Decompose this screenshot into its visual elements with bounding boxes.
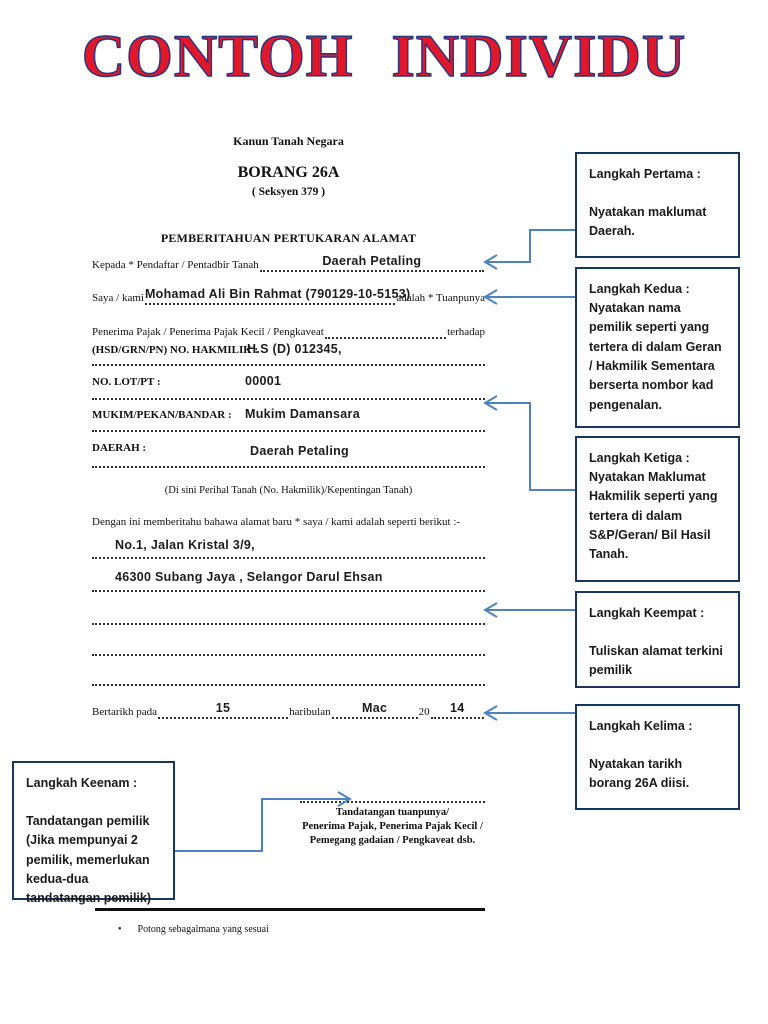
callout-body: Tandatangan pemilik (Jika mempunyai 2 pe… — [26, 813, 152, 906]
dotted-rule — [92, 623, 485, 625]
saya-label: Saya / kami — [92, 291, 144, 304]
address-line2: 46300 Subang Jaya , Selangor Darul Ehsan — [115, 570, 383, 584]
daerah-label: DAERAH : — [92, 442, 147, 454]
date-month-value: Mac — [362, 701, 388, 716]
dotted-rule — [92, 590, 485, 592]
callout-body: Nyatakan Maklumat Hakmilik seperti yang … — [589, 469, 718, 562]
kepada-label: Kepada * Pendaftar / Pentadbir Tanah — [92, 258, 259, 271]
callout-title: Langkah Keenam : — [26, 776, 138, 790]
field-hakmilik: (HSD/GRN/PN) NO. HAKMILIK : H.S (D) 0123… — [92, 342, 485, 356]
field-lot: NO. LOT/PT : 00001 — [92, 374, 485, 388]
field-date: Bertarikh pada 15 haribulan Mac 20 14 — [92, 695, 485, 719]
signature-caption-3: Pemegang gadaian / Pengkaveat dsb. — [309, 835, 476, 846]
saya-dotted-line: Mohamad Ali Bin Rahmat (790129-10-5153) — [144, 287, 410, 305]
arrow-step4-icon — [483, 602, 575, 618]
form-number: BORANG 26A — [237, 164, 340, 181]
signature-block: Tandatangan tuanpunya/ Penerima Pajak, P… — [300, 793, 485, 848]
date-label: Bertarikh pada — [92, 705, 158, 718]
kepada-dotted-line: Daerah Petaling — [259, 254, 484, 272]
document-title: PEMBERITAHUAN PERTUKARAN ALAMAT — [160, 231, 417, 245]
footnote-text: Potong sebagaimana yang sesuai — [137, 924, 269, 935]
penerima-suffix: terhadap — [447, 325, 485, 338]
mukim-value: Mukim Damansara — [245, 407, 360, 421]
law-title: Kanun Tanah Negara — [233, 134, 344, 148]
footnote: • Potong sebagaimana yang sesuai — [118, 924, 269, 935]
callout-langkah-pertama: Langkah Pertama : Nyatakan maklumat Daer… — [575, 152, 740, 258]
field-penerima: Penerima Pajak / Penerima Pajak Kecil / … — [92, 325, 485, 339]
signature-dotted-line — [300, 793, 485, 803]
field-daerah: DAERAH : Daerah Petaling — [92, 442, 485, 458]
date-month-line: Mac — [331, 701, 418, 719]
date-year-value: 14 — [450, 701, 465, 716]
page-title: CONTOH INDIVIDU — [81, 22, 687, 89]
kepada-value: Daerah Petaling — [322, 254, 422, 269]
callout-title: Langkah Kedua : — [589, 282, 690, 296]
section-number: ( Seksyen 379 ) — [251, 186, 326, 198]
callout-body: Tuliskan alamat terkini pemilik — [589, 643, 723, 678]
alamat-intro: Dengan ini memberitahu bahawa alamat bar… — [92, 516, 461, 528]
dotted-rule — [92, 398, 485, 400]
callout-body: Nyatakan tarikh borang 26A diisi. — [589, 756, 690, 791]
saya-suffix: adalah * Tuanpunya — [396, 291, 485, 304]
callout-langkah-keenam: Langkah Keenam : Tandatangan pemilik (Ji… — [12, 761, 175, 905]
signature-caption-1: Tandatangan tuanpunya/ — [335, 807, 450, 818]
dotted-rule — [92, 684, 485, 686]
callout-title: Langkah Ketiga : — [589, 451, 690, 465]
date-century: 20 — [418, 705, 430, 718]
penerima-dotted-line — [324, 337, 447, 339]
field-saya-kami: Saya / kami Mohamad Ali Bin Rahmat (7901… — [92, 281, 485, 305]
callout-title: Langkah Keempat : — [589, 606, 705, 620]
daerah-value: Daerah Petaling — [250, 444, 349, 458]
hakmilik-value: H.S (D) 012345, — [247, 342, 342, 356]
callout-langkah-ketiga: Langkah Ketiga : Nyatakan Maklumat Hakmi… — [575, 436, 740, 582]
field-mukim: MUKIM/PEKAN/BANDAR : Mukim Damansara — [92, 407, 485, 421]
arrow-step5-icon — [483, 705, 575, 721]
owner-name-value: Mohamad Ali Bin Rahmat (790129-10-5153) — [144, 287, 411, 302]
lot-value: 00001 — [245, 374, 282, 388]
arrow-step1-icon — [483, 229, 575, 270]
dotted-rule — [92, 466, 485, 468]
arrow-step3-icon — [483, 395, 575, 491]
callout-langkah-keempat: Langkah Keempat : Tuliskan alamat terkin… — [575, 591, 740, 688]
address-line1: No.1, Jalan Kristal 3/9, — [115, 538, 255, 552]
date-year-line: 14 — [430, 701, 484, 719]
callout-body: Nyatakan maklumat Daerah. — [589, 204, 707, 239]
hakmilik-label: (HSD/GRN/PN) NO. HAKMILIK : — [92, 344, 259, 356]
footnote-bullet: • — [118, 924, 122, 935]
dotted-rule — [92, 654, 485, 656]
callout-title: Langkah Pertama : — [589, 167, 701, 181]
callout-body: Nyatakan nama pemilik seperti yang terte… — [589, 300, 722, 412]
dotted-rule — [92, 557, 485, 559]
field-kepada: Kepada * Pendaftar / Pentadbir Tanah Dae… — [92, 248, 485, 272]
date-day-value: 15 — [215, 701, 231, 716]
haribulan-label: haribulan — [289, 705, 331, 718]
lot-label: NO. LOT/PT : — [92, 376, 161, 388]
callout-langkah-kedua: Langkah Kedua : Nyatakan nama pemilik se… — [575, 267, 740, 428]
date-day-line: 15 — [158, 701, 289, 719]
mukim-label: MUKIM/PEKAN/BANDAR : — [92, 409, 232, 421]
dotted-rule — [92, 364, 485, 366]
dotted-rule — [92, 430, 485, 432]
perihal-note: (Di sini Perihal Tanah (No. Hakmilik)/Ke… — [164, 485, 413, 496]
callout-title: Langkah Kelima : — [589, 719, 693, 733]
arrow-step2-icon — [483, 289, 575, 305]
penerima-label: Penerima Pajak / Penerima Pajak Kecil / … — [92, 325, 324, 338]
footer-rule — [95, 908, 485, 911]
callout-langkah-kelima: Langkah Kelima : Nyatakan tarikh borang … — [575, 704, 740, 810]
signature-caption-2: Penerima Pajak, Penerima Pajak Kecil / — [302, 821, 483, 832]
